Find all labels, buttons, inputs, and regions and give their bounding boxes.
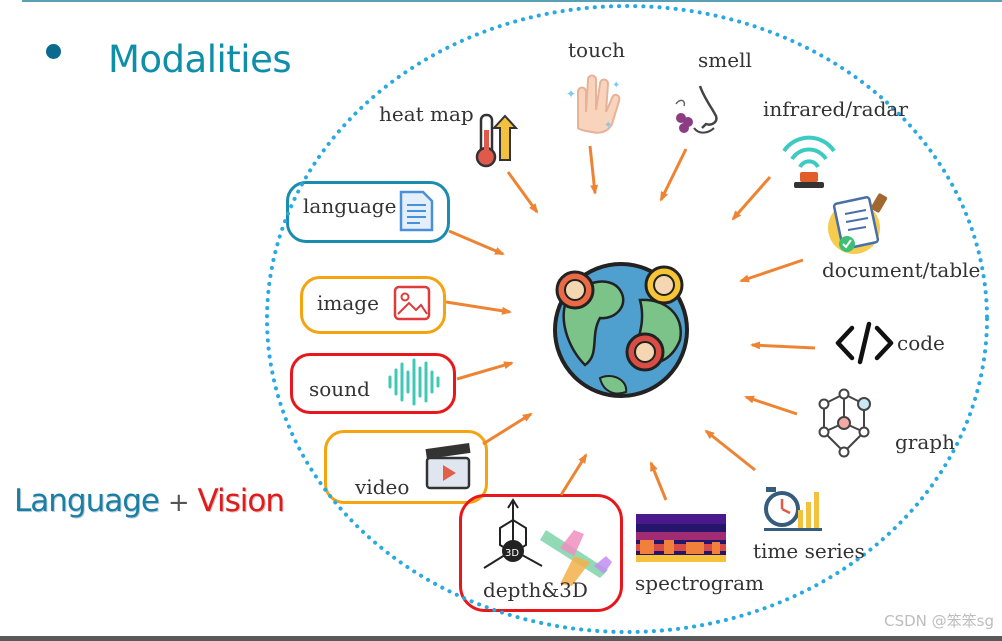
radar-icon: [782, 135, 836, 188]
arrow-language: [448, 229, 505, 256]
svg-text:✦: ✦: [612, 80, 620, 91]
label-video: video: [355, 475, 410, 499]
arrow-video: [482, 412, 533, 446]
label-heat-map: heat map: [379, 102, 474, 126]
sound-box: [290, 353, 456, 414]
label-time-series: time series: [753, 539, 865, 563]
dotted-ellipse: [265, 4, 989, 634]
globe-people-icon: [553, 262, 689, 398]
slide-title: Modalities: [108, 38, 292, 81]
caption-vision: Vision: [197, 483, 286, 519]
label-depth-3d: depth&3D: [483, 578, 588, 602]
label-infrared-radar: infrared/radar: [763, 97, 908, 121]
arrow-image: [445, 300, 512, 315]
video-box: [324, 430, 488, 504]
nose-icon: [675, 85, 718, 134]
document-icon: [828, 193, 888, 254]
image-box: [300, 276, 446, 334]
arrow-smell: [659, 148, 688, 202]
text-doc-icon: [399, 190, 434, 232]
clock-chart-icon: [764, 487, 822, 531]
clapperboard-icon: [425, 442, 471, 490]
arrow-infrared: [731, 176, 772, 221]
watermark: CSDN @笨笨sg: [884, 612, 994, 630]
hand-icon: ✦ ✦ ✦: [566, 74, 620, 134]
depth-box: [459, 494, 623, 612]
label-language: language: [303, 194, 397, 218]
svg-text:3D: 3D: [505, 548, 519, 559]
arrow-sound: [456, 361, 514, 381]
arrow-depth: [559, 453, 588, 496]
graph-icon: [818, 388, 871, 458]
label-spectrogram: spectrogram: [635, 571, 764, 595]
cube-3d-icon: 3D: [483, 498, 543, 569]
label-document-table: document/table: [822, 258, 981, 282]
arrow-code: [750, 341, 816, 350]
arrow-spectrogram: [649, 461, 668, 501]
arrow-time-series: [704, 429, 756, 472]
bottom-bar: [0, 636, 1002, 641]
arrow-heat-map: [506, 171, 539, 214]
arrow-touch: [588, 145, 599, 195]
label-touch: touch: [568, 38, 626, 62]
spectrogram-icon: [636, 514, 726, 562]
arrow-document: [739, 258, 804, 283]
code-icon: [835, 321, 894, 365]
label-image: image: [317, 291, 379, 315]
svg-text:✦: ✦: [566, 87, 576, 101]
picture-icon: [393, 285, 431, 321]
airplane-pointcloud-icon: [540, 530, 612, 586]
language-vision-caption: Language + Vision: [14, 483, 286, 519]
waveform-icon: [388, 358, 440, 406]
thermometer-icon: [475, 113, 519, 168]
label-code: code: [897, 331, 945, 355]
caption-plus: +: [167, 488, 190, 518]
svg-text:✦: ✦: [604, 120, 612, 131]
caption-language: Language: [14, 483, 160, 519]
bullet: [46, 44, 61, 59]
label-sound: sound: [309, 377, 370, 401]
arrow-graph: [744, 395, 798, 416]
label-smell: smell: [698, 48, 752, 72]
label-graph: graph: [895, 430, 955, 454]
top-rule: [22, 0, 1002, 2]
